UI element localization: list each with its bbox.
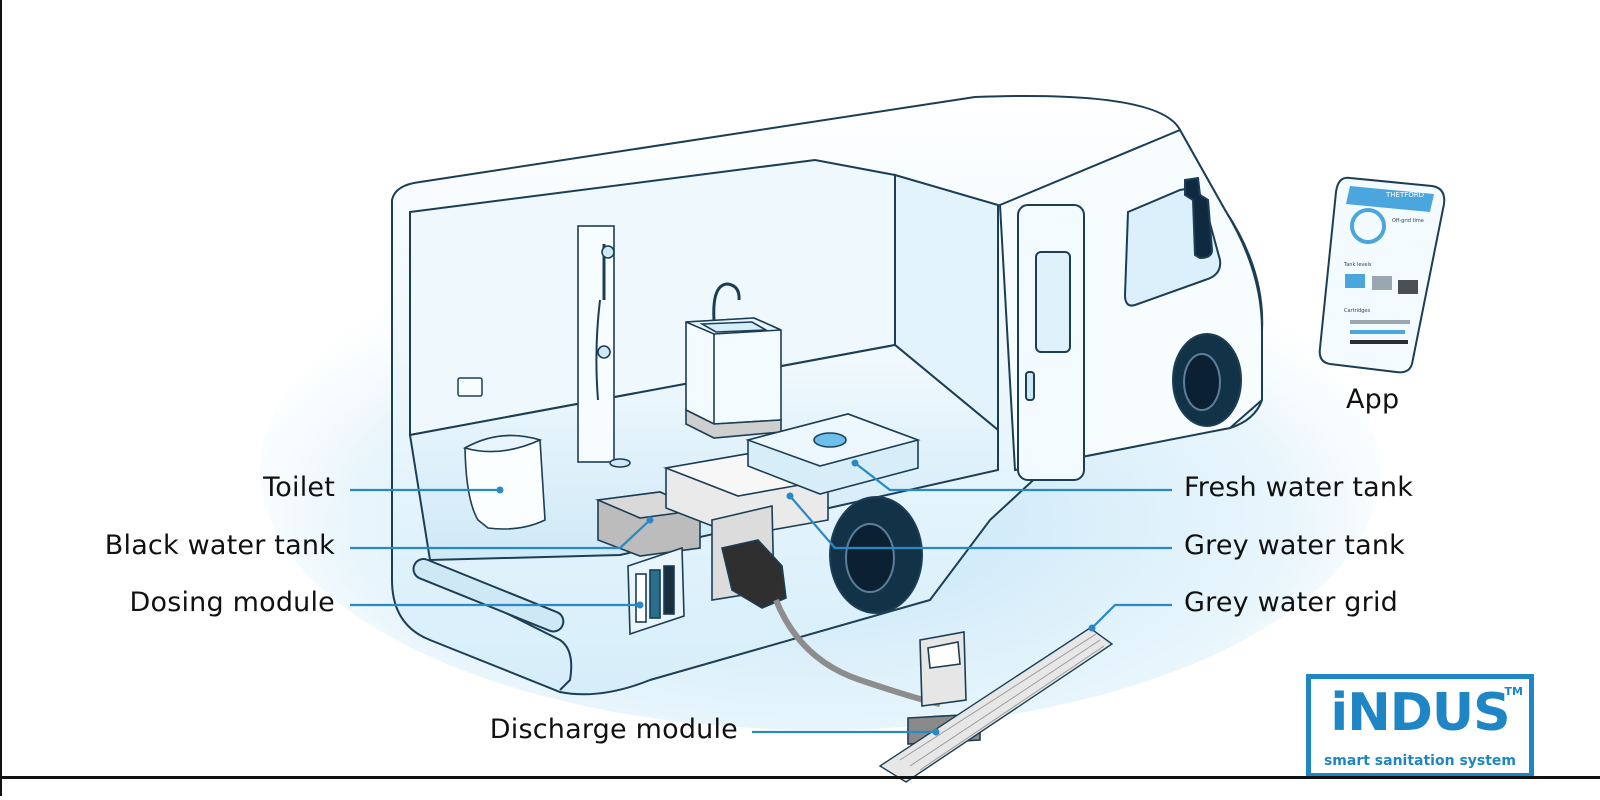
label-fresh-water-tank: Fresh water tank: [1184, 472, 1414, 503]
phone-heading: Off-grid time: [1392, 218, 1424, 224]
toilet-illustration: [462, 434, 546, 530]
frame-bottom-edge: [0, 776, 1600, 779]
grey-water-grid-illustration: [878, 627, 1114, 783]
label-app: App: [1346, 384, 1400, 415]
label-toilet: Toilet: [263, 472, 335, 503]
wall-switch: [457, 377, 483, 397]
logo-trademark: TM: [1504, 685, 1523, 698]
label-dosing-module: Dosing module: [129, 587, 335, 618]
label-black-water-tank: Black water tank: [104, 530, 335, 561]
sink: [685, 282, 782, 439]
indus-logo: iNDUS TM smart sanitation system: [1306, 674, 1534, 778]
phone-tank-levels: Tank levels: [1343, 262, 1372, 268]
label-grey-water-grid: Grey water grid: [1184, 587, 1398, 618]
phone-illustration: [1318, 176, 1446, 374]
logo-wordmark: iNDUS: [1330, 683, 1510, 743]
leader-fresh-water-tank: [854, 462, 1172, 492]
phone-cartridges: Cartridges: [1344, 308, 1370, 314]
label-grey-water-tank: Grey water tank: [1184, 530, 1405, 561]
logo-tagline: smart sanitation system: [1323, 753, 1517, 769]
shower: [577, 225, 631, 468]
dosing-module-illustration: [627, 546, 685, 636]
label-discharge-module: Discharge module: [489, 714, 738, 745]
wheels: [829, 333, 1242, 614]
leader-dots: [496, 459, 1096, 736]
leader-lines: [350, 462, 1172, 734]
tanks: [594, 413, 921, 557]
leader-grey-water-grid: [1091, 603, 1172, 629]
leader-black-water-tank: [350, 519, 651, 550]
leader-grey-water-tank: [789, 495, 1172, 550]
frame-left-edge: [0, 0, 2, 796]
phone-brand: THETFORD: [1385, 191, 1424, 199]
